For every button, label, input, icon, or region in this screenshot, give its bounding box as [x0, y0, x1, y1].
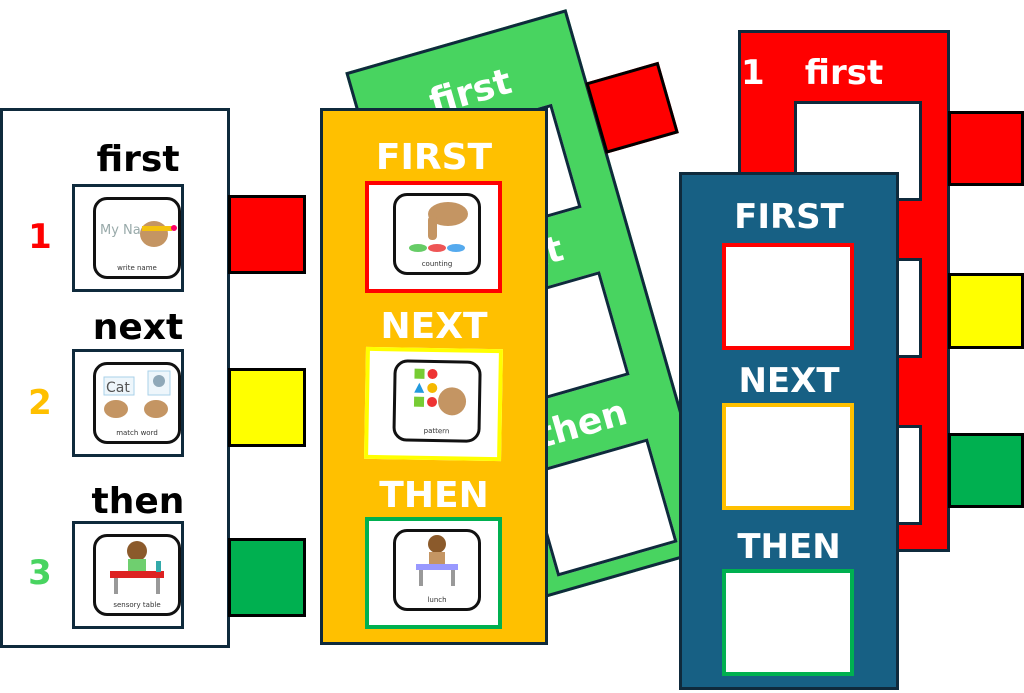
white-card-tab-red[interactable] — [228, 195, 306, 274]
yellow-card-picture-first[interactable]: counting — [365, 181, 502, 293]
write-name-pictogram: My Name write name — [93, 197, 181, 279]
white-card-then-label: then — [91, 481, 185, 522]
blue-card-then-label: THEN — [737, 527, 841, 567]
counting-caption: counting — [421, 260, 453, 268]
blue-schedule-card: FIRST NEXT THEN — [679, 172, 899, 690]
lunch-caption: lunch — [427, 596, 447, 604]
match-word-pictogram: Cat match word — [93, 362, 181, 444]
white-card-number-2: 2 — [28, 383, 52, 423]
pattern-pictogram: pattern — [392, 359, 482, 443]
blue-card-slot-next[interactable] — [722, 403, 854, 510]
yellow-card-first-label: FIRST — [375, 137, 493, 178]
white-card-number-1: 1 — [28, 217, 52, 257]
red-card-first-label: first — [804, 53, 884, 93]
white-card-number-3: 3 — [28, 553, 52, 593]
blue-card-next-label: NEXT — [738, 361, 840, 401]
yellow-card-picture-next[interactable]: pattern — [364, 346, 503, 462]
white-schedule-card: first 1 My Name write name next 2 Cat ma… — [0, 108, 230, 648]
match-word-caption: match word — [116, 429, 158, 437]
red-card-tab-yellow[interactable] — [948, 273, 1024, 349]
match-word-icon: Cat — [103, 370, 171, 418]
white-card-next-label: next — [92, 307, 184, 348]
sensory-table-pictogram: sensory table — [93, 534, 181, 616]
white-card-picture-then[interactable]: sensory table — [72, 521, 184, 629]
white-card-tab-yellow[interactable] — [228, 368, 306, 447]
yellow-schedule-card: FIRST counting NEXT patte — [320, 108, 548, 645]
yellow-card-then-label: THEN — [379, 475, 489, 516]
svg-text:Cat: Cat — [106, 380, 130, 396]
white-card-first-label: first — [96, 139, 180, 180]
red-card-tab-red[interactable] — [948, 111, 1024, 186]
white-card-picture-next[interactable]: Cat match word — [72, 349, 184, 457]
sensory-table-icon — [110, 541, 164, 594]
blue-card-slot-then[interactable] — [722, 569, 854, 676]
blue-card-first-label: FIRST — [734, 197, 844, 237]
counting-pictogram: counting — [393, 193, 481, 275]
yellow-card-picture-then[interactable]: lunch — [365, 517, 502, 629]
red-card-number-1: 1 — [741, 53, 765, 93]
write-name-caption: write name — [117, 264, 157, 272]
white-card-picture-first[interactable]: My Name write name — [72, 184, 184, 292]
red-card-tab-green[interactable] — [948, 433, 1024, 508]
pattern-caption: pattern — [423, 426, 450, 436]
write-name-icon: My Name — [100, 221, 177, 247]
blue-card-slot-first[interactable] — [722, 243, 854, 350]
pattern-icon — [413, 368, 467, 416]
lunch-pictogram: lunch — [393, 529, 481, 611]
counting-icon — [409, 202, 468, 252]
lunch-icon — [416, 535, 458, 586]
yellow-card-next-label: NEXT — [380, 306, 488, 347]
white-card-tab-green[interactable] — [228, 538, 306, 617]
sensory-table-caption: sensory table — [113, 601, 161, 609]
